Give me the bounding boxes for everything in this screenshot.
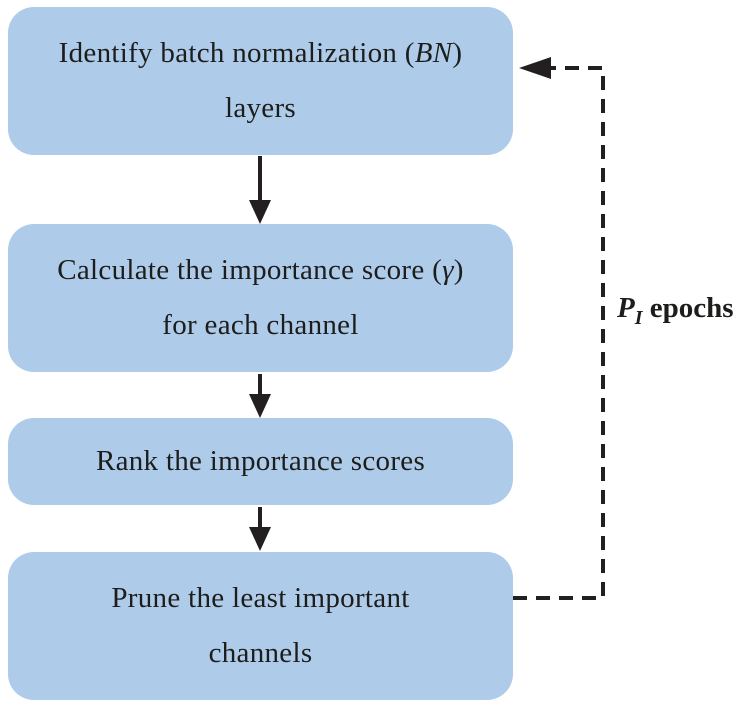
step-text-segment: Rank the importance scores: [95, 445, 426, 477]
step-text-segment: for each channel: [162, 309, 359, 341]
step-identify-bn-layers: Identify batch normalization (BN) layers: [8, 7, 513, 155]
arrow-step2-to-step3: [249, 374, 271, 418]
feedback-loop: [513, 57, 605, 600]
step-text-segment: ): [452, 37, 463, 69]
loop-epochs-label: PI epochs: [617, 292, 734, 328]
step-text-segment: Identify batch normalization (: [58, 37, 415, 69]
step-text-segment: Calculate the importance score (: [57, 254, 443, 286]
step-rank-importance-scores: Rank the importance scores: [8, 418, 513, 505]
arrowhead-left-icon: [519, 57, 551, 79]
loop-label-variable: P: [617, 292, 635, 324]
step-text-line: layers: [225, 81, 296, 136]
step-text-line: channels: [209, 626, 313, 681]
step-text-segment: layers: [224, 92, 297, 124]
step-text-line: Identify batch normalization (BN): [59, 26, 463, 81]
step-calculate-importance-score: Calculate the importance score (γ) for e…: [8, 224, 513, 372]
step-text-segment: ): [453, 254, 464, 286]
step-text-line: for each channel: [162, 298, 358, 353]
step-text-line: Rank the importance scores: [96, 434, 425, 489]
loop-label-subscript: I: [634, 306, 643, 329]
step-text-line: Prune the least important: [111, 571, 409, 626]
arrowhead-down-icon: [249, 527, 271, 551]
loop-label-text: epochs: [642, 292, 734, 324]
arrow-step3-to-step4: [249, 507, 271, 551]
step-text-segment: Prune the least important: [111, 582, 410, 614]
feedback-dashed-line: [513, 66, 605, 600]
step-text-segment-italic: BN: [414, 37, 453, 69]
arrowhead-down-icon: [249, 200, 271, 224]
step-text-line: Calculate the importance score (γ): [57, 243, 464, 298]
step-text-segment-italic: γ: [442, 254, 454, 286]
arrowhead-down-icon: [249, 394, 271, 418]
step-prune-least-important: Prune the least important channels: [8, 552, 513, 700]
step-text-segment: channels: [208, 637, 313, 669]
arrow-step1-to-step2: [249, 156, 271, 224]
